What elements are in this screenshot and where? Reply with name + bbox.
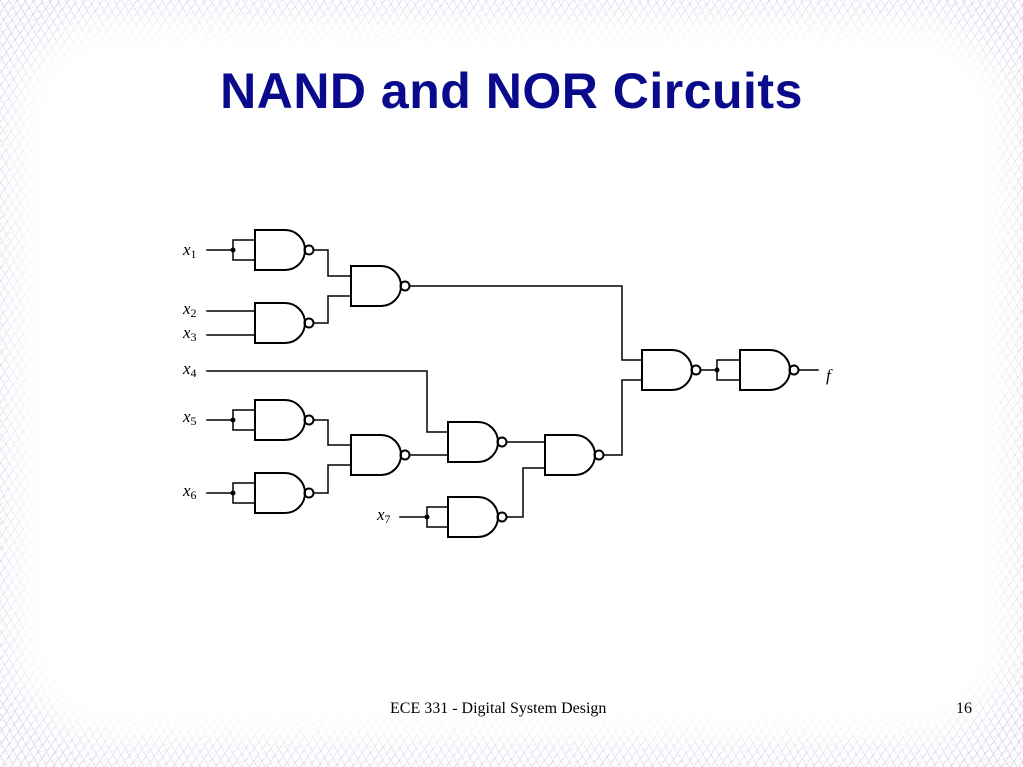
nand-gate-5 xyxy=(254,472,315,514)
nand-gate-8 xyxy=(447,496,508,538)
content-panel xyxy=(55,60,970,700)
input-label-x3: x3 xyxy=(182,323,197,344)
wires xyxy=(206,239,819,528)
output-label-f: f xyxy=(826,366,833,385)
footer-course-name: ECE 331 - Digital System Design xyxy=(390,700,607,717)
junction-dots xyxy=(230,247,720,520)
input-label-x2: x2 xyxy=(182,299,197,320)
page-number: 16 xyxy=(956,700,972,717)
nand-gate-1 xyxy=(254,229,315,271)
nand-gate-3 xyxy=(350,265,411,307)
nand-gate-6 xyxy=(350,434,411,476)
nand-gate-7 xyxy=(447,421,508,463)
input-label-x1: x1 xyxy=(182,240,197,261)
input-label-x5: x5 xyxy=(182,407,197,428)
input-label-x6: x6 xyxy=(182,481,197,502)
nand-gate-2 xyxy=(254,302,315,344)
nand-gate-9 xyxy=(544,434,605,476)
input-label-x4: x4 xyxy=(182,359,197,380)
input-label-x7: x7 xyxy=(376,505,391,526)
nand-gate-4 xyxy=(254,399,315,441)
nand-gate-10 xyxy=(641,349,702,391)
slide-title: NAND and NOR Circuits xyxy=(220,63,803,119)
nand-gate-11 xyxy=(739,349,800,391)
